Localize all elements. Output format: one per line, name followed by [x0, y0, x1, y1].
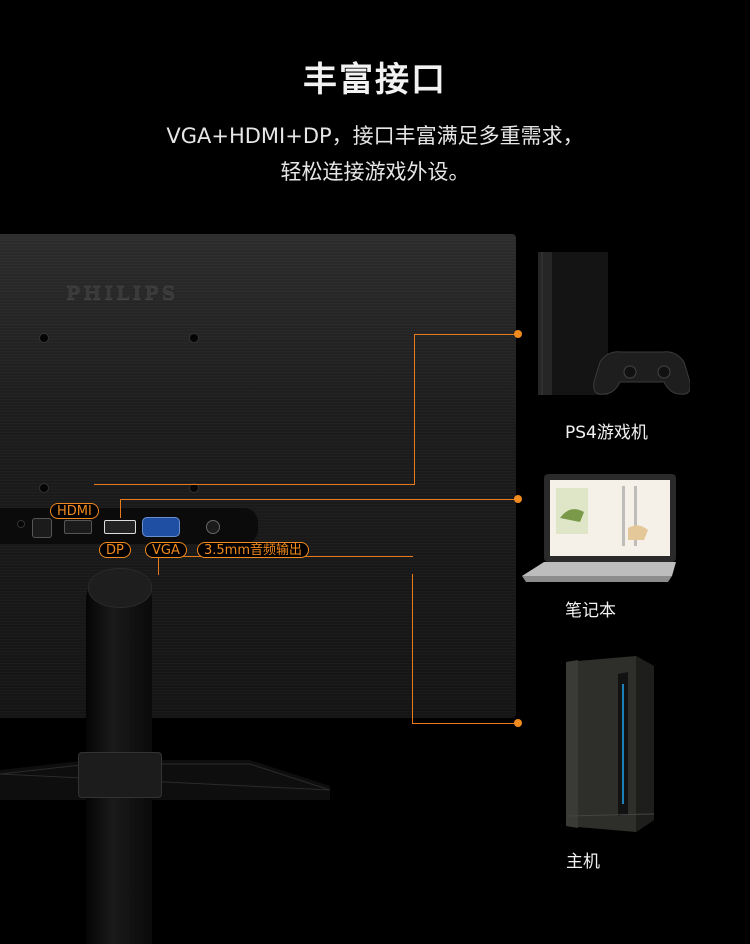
- audio-port: [206, 520, 220, 534]
- lead-dot: [514, 330, 522, 338]
- vesa-screw: [190, 334, 198, 342]
- audio-tag: 3.5mm音频输出: [197, 542, 310, 558]
- dp-port: [104, 520, 136, 534]
- screw-hole: [18, 521, 24, 527]
- power-port: [32, 518, 52, 538]
- hdmi-tag: HDMI: [50, 503, 99, 519]
- console-image: [538, 252, 690, 395]
- brand-logo: PHILIPS: [66, 282, 179, 304]
- console-label: PS4游戏机: [565, 423, 648, 443]
- stand-clip: [78, 752, 162, 798]
- vga-tag: VGA: [145, 542, 187, 558]
- desktop-image: [565, 656, 655, 832]
- dp-lead: [120, 499, 519, 518]
- lead-dot: [514, 495, 522, 503]
- dp-tag: DP: [99, 542, 131, 558]
- hdmi-port-back: [64, 520, 92, 534]
- stand-cap: [88, 568, 152, 608]
- subtitle-line-2: 轻松连接游戏外设。: [280, 160, 470, 184]
- hdmi-lead: [94, 334, 415, 485]
- laptop-image: [522, 474, 676, 582]
- subtitle-line-1: VGA+HDMI+DP，接口丰富满足多重需求，: [166, 124, 584, 148]
- vesa-screw: [40, 484, 48, 492]
- vga-lead: [158, 556, 413, 575]
- laptop-label: 笔记本: [565, 601, 616, 621]
- vga-port: [142, 517, 180, 537]
- page-subtitle: VGA+HDMI+DP，接口丰富满足多重需求， 轻松连接游戏外设。: [0, 118, 750, 190]
- page-title: 丰富接口: [303, 60, 447, 100]
- desktop-label: 主机: [566, 852, 600, 872]
- lead-dot: [514, 719, 522, 727]
- vga-lead-drop: [412, 574, 519, 724]
- stand-base: [0, 760, 330, 800]
- vesa-screw: [40, 334, 48, 342]
- hdmi-lead-end: [414, 334, 518, 335]
- vesa-screw: [190, 484, 198, 492]
